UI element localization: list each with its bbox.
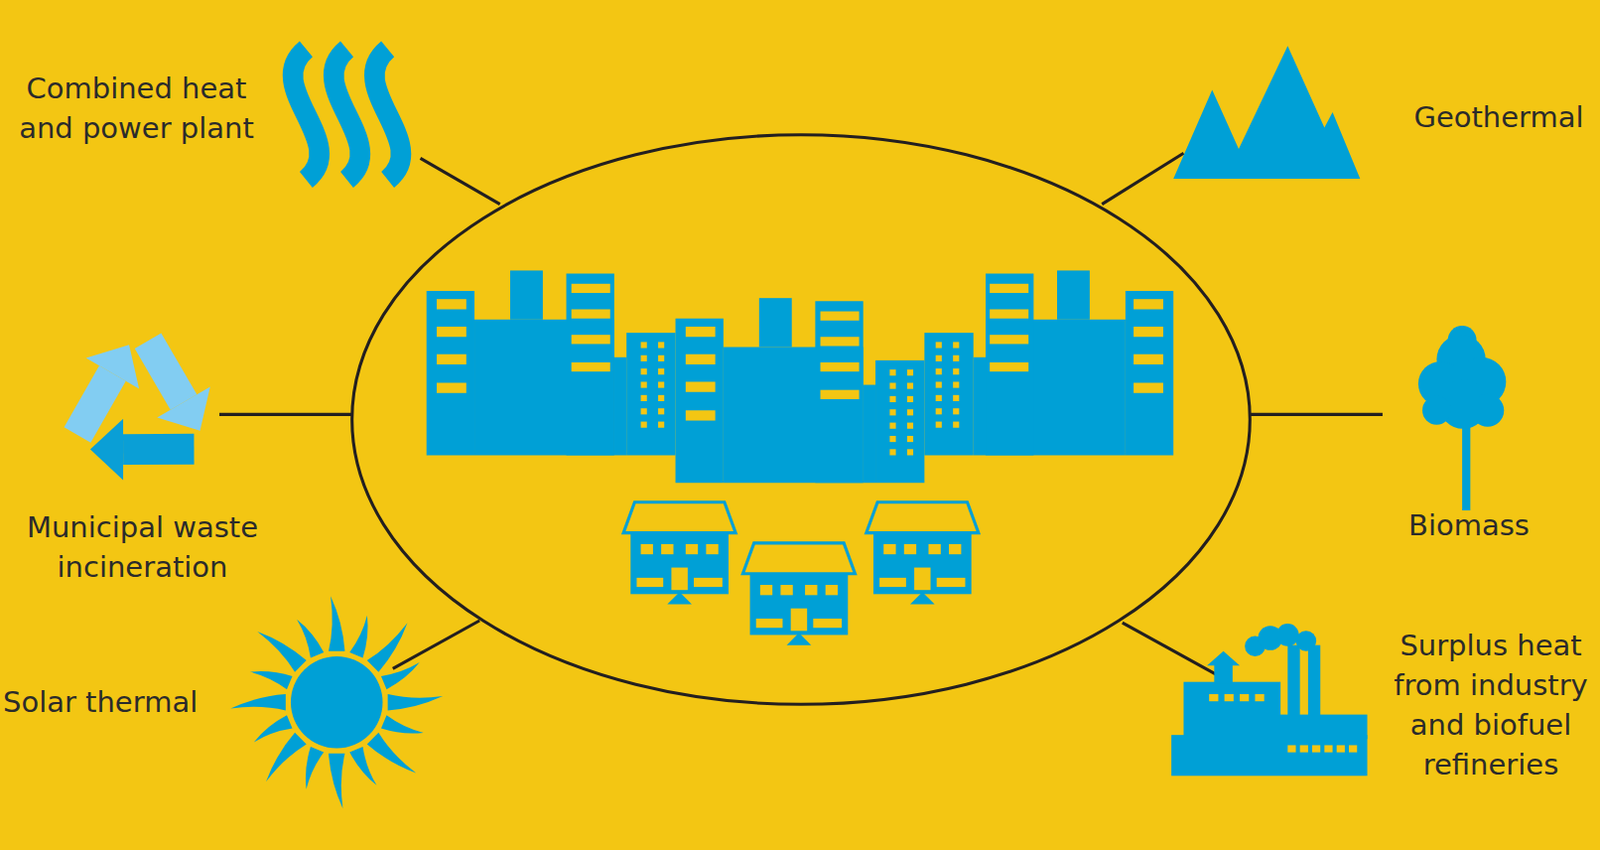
factory-icon	[1171, 623, 1367, 776]
houses	[623, 502, 979, 646]
source-label: Municipal waste incineration	[5, 507, 279, 587]
mountain-icon	[1173, 45, 1360, 179]
source-label: Surplus heat from industry and biofuel r…	[1381, 625, 1600, 785]
source-label: Geothermal	[1399, 97, 1599, 137]
sun-icon	[230, 595, 443, 808]
heat-waves-icon	[292, 48, 401, 180]
city-buildings	[426, 269, 1174, 483]
recycle-icon	[46, 335, 211, 503]
source-label: Solar thermal	[2, 681, 242, 722]
tree-icon	[1418, 325, 1506, 511]
city-ellipse	[352, 134, 1251, 705]
leader-lines	[219, 152, 1383, 682]
source-label: Combined heat and power plant	[0, 68, 273, 148]
source-label: Biomass	[1369, 505, 1569, 545]
